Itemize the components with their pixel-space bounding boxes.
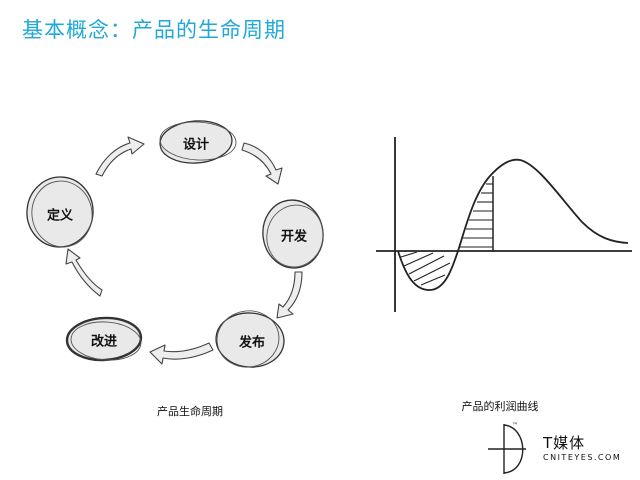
logo-domain: CNITEYES.COM xyxy=(543,453,622,462)
logo-mark xyxy=(488,424,526,474)
profit-curve-caption: 产品的利润曲线 xyxy=(461,400,539,413)
profit-curve-line xyxy=(397,158,629,291)
node-define-label: 定义 xyxy=(46,208,74,224)
cycle-arrow-release-to-improve xyxy=(149,342,214,365)
cycle-arrow-define-to-design xyxy=(95,136,145,177)
cycle-arrow-develop-to-release xyxy=(276,271,303,319)
node-design-label: 设计 xyxy=(182,137,210,153)
cycle-arrow-design-to-develop xyxy=(241,142,283,185)
node-improve-sketch xyxy=(70,321,142,361)
profit-curve-chart xyxy=(376,137,632,312)
node-release-label: 发布 xyxy=(238,335,266,351)
node-release-sketch xyxy=(216,310,280,368)
node-define-sketch xyxy=(31,180,93,248)
node-improve-label: 改进 xyxy=(90,334,118,350)
logo-trademark: ™ xyxy=(512,422,518,429)
profit-hatch xyxy=(460,183,493,248)
node-design-sketch xyxy=(159,121,237,161)
cycle-arrow-improve-to-define xyxy=(65,248,103,297)
node-develop-sketch xyxy=(266,204,324,268)
cycle-caption: 产品生命周期 xyxy=(157,405,223,418)
node-define-ellipse xyxy=(26,176,94,248)
loss-hatch xyxy=(400,251,451,286)
logo-name: T媒体 xyxy=(543,434,586,452)
node-develop-label: 开发 xyxy=(280,229,308,245)
node-design-ellipse xyxy=(159,120,233,164)
slide-title: 基本概念：产品的生命周期 xyxy=(22,18,286,42)
